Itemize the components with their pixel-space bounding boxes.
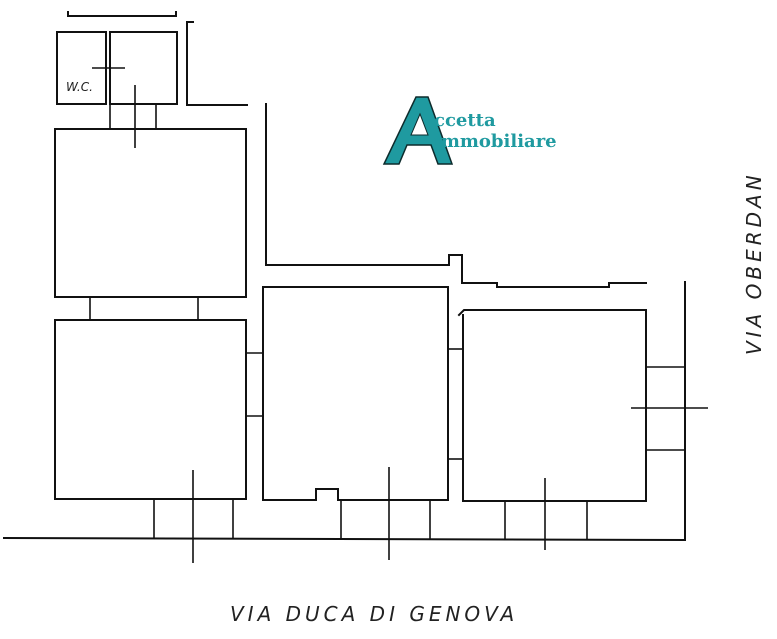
room-1 [54,128,247,298]
courtyard-wall [186,21,248,106]
street-wall [2,536,687,542]
logo-a-icon [382,96,454,165]
wc-label: W.C. [66,80,93,94]
top-wall-segment [67,11,177,17]
room-4 [457,309,647,502]
street-label-bottom: VIA DUCA DI GENOVA [230,602,519,626]
agency-logo: ccetta immobiliare [382,92,582,172]
room-3 [262,286,449,501]
room-2 [54,319,247,500]
outer-wall [265,103,647,288]
street-label-right: VIA OBERDAN [742,171,766,355]
logo-line-1: ccetta [434,110,496,131]
logo-line-2: immobiliare [434,131,557,152]
